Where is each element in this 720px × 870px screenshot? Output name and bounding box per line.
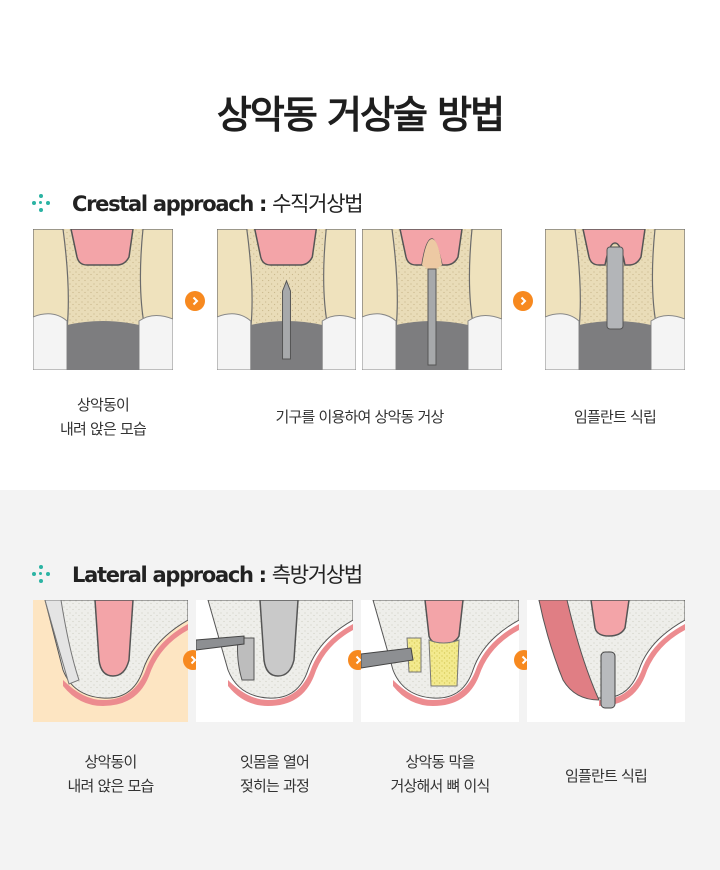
lateral-step-3-illustration	[361, 600, 519, 722]
lateral-heading: Lateral approach : 측방거상법	[32, 559, 363, 589]
crestal-step-2-3-caption: 기구를 이용하여 상악동 거상	[275, 408, 445, 426]
crestal-step-1-illustration	[33, 229, 173, 370]
crestal-step-2-illustration	[217, 229, 356, 370]
next-step-arrow-icon	[185, 291, 205, 311]
crestal-step-4-illustration	[545, 229, 685, 370]
lateral-step-4-caption: 임플란트 식립	[565, 767, 648, 785]
crestal-step-4-caption: 임플란트 식립	[574, 408, 657, 426]
lateral-step-1-caption: 상악동이 내려 앉은 모습	[67, 753, 155, 795]
page-title: 상악동 거상술 방법	[216, 93, 505, 137]
lateral-heading-en: Lateral approach :	[72, 563, 272, 587]
crestal-heading: Crestal approach : 수직거상법	[32, 188, 364, 218]
crestal-step-1-caption: 상악동이 내려 앉은 모습	[60, 396, 147, 438]
teal-dots-icon	[32, 194, 50, 212]
lateral-step-3-caption: 상악동 막을 거상해서 뼈 이식	[390, 753, 491, 795]
lateral-step-4-illustration	[527, 600, 685, 722]
next-step-arrow-icon	[513, 291, 533, 311]
teal-dots-icon	[32, 565, 50, 583]
crestal-step-3-illustration	[362, 229, 502, 370]
lateral-heading-ko: 측방거상법	[271, 563, 363, 587]
crestal-heading-ko: 수직거상법	[272, 192, 363, 216]
crestal-heading-en: Crestal approach :	[72, 192, 273, 216]
lateral-step-1-illustration	[33, 600, 188, 722]
lateral-step-2-illustration	[196, 600, 353, 722]
lateral-step-2-caption: 잇몸을 열어 젖히는 과정	[240, 753, 310, 795]
